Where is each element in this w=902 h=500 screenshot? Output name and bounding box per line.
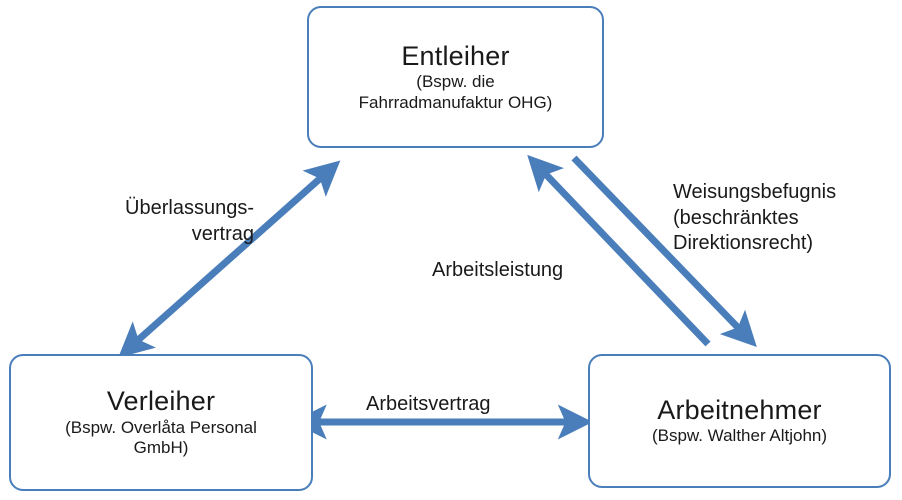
- node-arbeitnehmer-title: Arbeitnehmer: [657, 395, 822, 426]
- edge-label-arbeitsleistung: Arbeitsleistung: [432, 259, 564, 281]
- node-entleiher-title: Entleiher: [401, 40, 510, 71]
- edge-label-ueberlassungsvertrag: Überlassungs- vertrag: [125, 197, 254, 245]
- node-entleiher-subtitle: (Bspw. die Fahrradmanufaktur OHG): [358, 72, 553, 112]
- arrow-ueberlassungsvertrag: [118, 160, 341, 358]
- node-verleiher[interactable]: Verleiher (Bspw. Overlåta Personal GmbH): [9, 354, 313, 491]
- node-verleiher-subtitle: (Bspw. Overlåta Personal GmbH): [65, 417, 257, 458]
- node-arbeitnehmer[interactable]: Arbeitnehmer (Bspw. Walther Altjohn): [588, 354, 891, 488]
- edge-label-arbeitsvertrag: Arbeitsvertrag: [366, 393, 491, 415]
- node-entleiher[interactable]: Entleiher (Bspw. die Fahrradmanufaktur O…: [307, 6, 604, 148]
- node-verleiher-title: Verleiher: [106, 386, 216, 417]
- node-arbeitnehmer-subtitle: (Bspw. Walther Altjohn): [651, 426, 828, 446]
- edge-label-weisungsbefugnis: Weisungsbefugnis (beschränktes Direktion…: [673, 181, 837, 255]
